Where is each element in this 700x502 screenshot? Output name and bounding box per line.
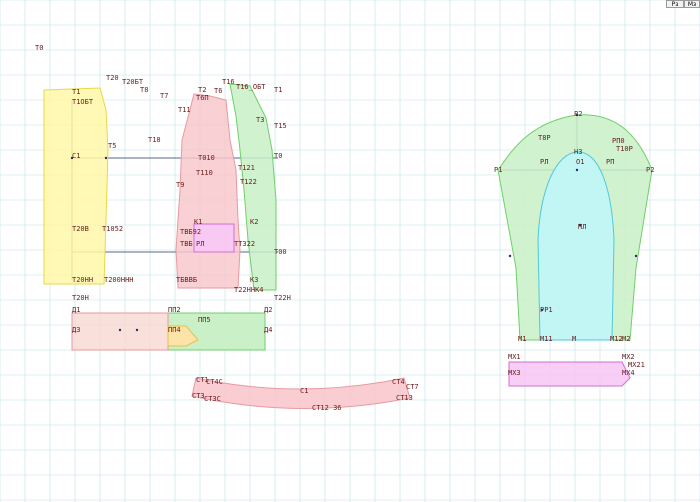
label-rl: РЛ	[540, 158, 548, 166]
label-k2: К2	[250, 218, 258, 226]
label-ct7: СТ7	[406, 383, 419, 391]
label-rp: РП	[606, 158, 614, 166]
label-d3: Д3	[72, 326, 80, 334]
label-t16: Т16	[222, 78, 235, 86]
label-ct1: СТ1	[196, 376, 209, 384]
label-ttz22: ТТЗ22	[234, 240, 255, 248]
label-t10r: Т10Р	[616, 145, 633, 153]
pattern-piece-cuff[interactable]	[508, 361, 631, 387]
label-mx4: МХ4	[622, 369, 635, 377]
label-t0: Т0	[35, 44, 43, 52]
label-d2: Д2	[264, 306, 272, 314]
label-t3: Т3	[256, 116, 264, 124]
label-m1: М1	[518, 335, 526, 343]
label-rp0: РП0	[612, 137, 625, 145]
label-t00: Т00	[274, 248, 287, 256]
label-t6p: Т6П	[196, 94, 209, 102]
label-m: М	[572, 335, 576, 343]
label-t010: Т010	[198, 154, 215, 162]
label-k3: К3	[250, 276, 258, 284]
label-t22h: Т22Н	[274, 294, 291, 302]
pattern-piece-side[interactable]	[229, 83, 277, 291]
label-t20h: Т20Н	[72, 294, 89, 302]
label-t20v: Т20В	[72, 225, 89, 233]
pattern-piece-collar-tab[interactable]	[167, 325, 199, 347]
label-t15: Т15	[274, 122, 287, 130]
view-button-mz[interactable]: Мз	[684, 0, 700, 8]
label-t11: Т11	[178, 106, 191, 114]
label-t122: Т122	[240, 178, 257, 186]
label-d4: Д4	[264, 326, 272, 334]
label-ct4c: СТ4С	[206, 378, 223, 386]
label-t1052: Т1052	[102, 225, 123, 233]
label-mx2: МХ2	[622, 353, 635, 361]
label-pl: РЛ	[196, 240, 204, 248]
label-t16obt: Т16_ОБТ	[236, 83, 266, 91]
label-t7: Т7	[160, 92, 168, 100]
label-r2-top: Р2	[574, 110, 582, 118]
label-t2: Т2	[198, 86, 206, 94]
label-t20: Т20	[106, 74, 119, 82]
view-button-rz[interactable]: Рз	[666, 0, 684, 8]
label-mx21: МХ21	[628, 361, 645, 369]
pattern-piece-collar-left[interactable]	[71, 312, 169, 351]
pattern-piece-waistband[interactable]	[191, 377, 411, 410]
label-o1: О1	[576, 158, 584, 166]
label-t20bt: Т20БТ	[122, 78, 144, 86]
label-c1: С1	[72, 152, 80, 160]
label-t9: Т9	[176, 181, 184, 189]
label-t22hhk4: Т22ННК4	[234, 286, 264, 294]
label-p1: Р1	[494, 166, 502, 174]
label-t8r: Т8Р	[538, 134, 551, 142]
pattern-piece-back[interactable]	[43, 87, 109, 285]
label-t18: Т18	[148, 136, 161, 144]
label-pp4: ПП4	[168, 326, 181, 334]
pattern-piece-pocket[interactable]	[193, 223, 235, 253]
label-t8: Т8	[140, 86, 148, 94]
label-rr1: РР1	[540, 306, 553, 314]
label-t1-right: Т1	[274, 86, 282, 94]
label-pp2: ПП2	[168, 306, 181, 314]
label-m11: М11	[540, 335, 553, 343]
label-ml: МЛ	[578, 223, 586, 231]
label-n3: Н3	[574, 148, 582, 156]
label-t0-right: Т0	[274, 152, 282, 160]
label-t1: Т1	[72, 88, 80, 96]
point-labels: Т0 Т20 Т20БТ Т8 Т7 Т1 Т1ОБТ Т5 Т18 Т2 Т6…	[35, 44, 654, 412]
label-mx1: МХ1	[508, 353, 521, 361]
pattern-points	[70, 113, 638, 332]
label-t5: Т5	[108, 142, 116, 150]
label-ct4: СТ4	[392, 378, 405, 386]
label-k1: К1	[194, 218, 202, 226]
label-t121: Т121	[238, 164, 255, 172]
label-t20hh: Т20НН	[72, 276, 93, 284]
label-c1-waistband: С1	[300, 387, 308, 395]
label-t110: Т110	[196, 169, 213, 177]
label-ct12: СТ12 36	[312, 404, 342, 412]
label-t200hhh: Т200ННН	[104, 276, 134, 284]
pattern-piece-sleeve-lining[interactable]	[537, 151, 615, 341]
label-ct3c: СТ3С	[204, 395, 221, 403]
label-p2: Р2	[646, 166, 654, 174]
label-m12: М12	[610, 335, 623, 343]
label-t1obt: Т1ОБТ	[72, 98, 94, 106]
label-pp5: ПП5	[198, 316, 211, 324]
label-t6: Т6	[214, 87, 222, 95]
label-tvb92: ТВБ92	[180, 228, 201, 236]
label-m2: М2	[622, 335, 630, 343]
label-d1: Д1	[72, 306, 80, 314]
label-ct13: СТ13	[396, 394, 413, 402]
label-ct3: СТ3	[192, 392, 205, 400]
pattern-piece-front[interactable]	[175, 93, 241, 289]
label-tbvvb: ТБВВБ	[176, 276, 197, 284]
label-mx3: МХ3	[508, 369, 521, 377]
label-tvb: ТВБ	[180, 240, 193, 248]
